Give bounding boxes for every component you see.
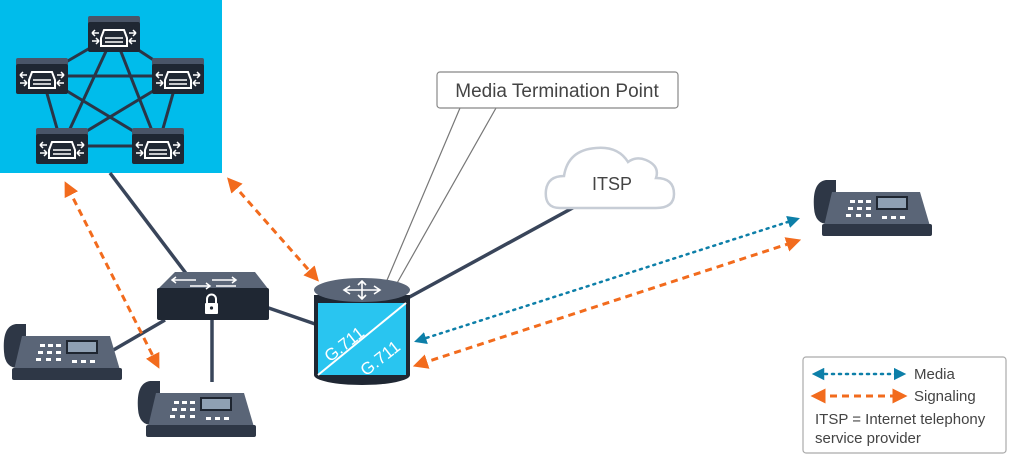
legend-media-label: Media [914,366,956,383]
call-manager-server-icon [131,127,185,165]
call-manager-server-icon [35,127,89,165]
legend-note-line2: service provider [815,430,921,447]
callout-label: Media Termination Point [455,81,659,102]
call-manager-server-icon [87,15,141,53]
legend-note-line1: ITSP = Internet telephony [815,411,986,428]
callout [381,71,679,293]
call-manager-server-icon [151,57,205,95]
call-manager-server-icon [15,57,69,95]
bottom-desk-phone-icon [137,381,256,437]
left-desk-phone-icon [3,324,122,380]
secure-switch-icon [157,272,269,320]
cloud-label: ITSP [592,174,632,194]
media-arrow [414,215,800,345]
legend-signaling-label: Signaling [914,388,976,405]
media-termination-point-router-icon [314,278,410,385]
legend [802,356,1007,454]
cloud-icon [544,146,676,210]
remote-desk-phone-icon [813,180,932,236]
